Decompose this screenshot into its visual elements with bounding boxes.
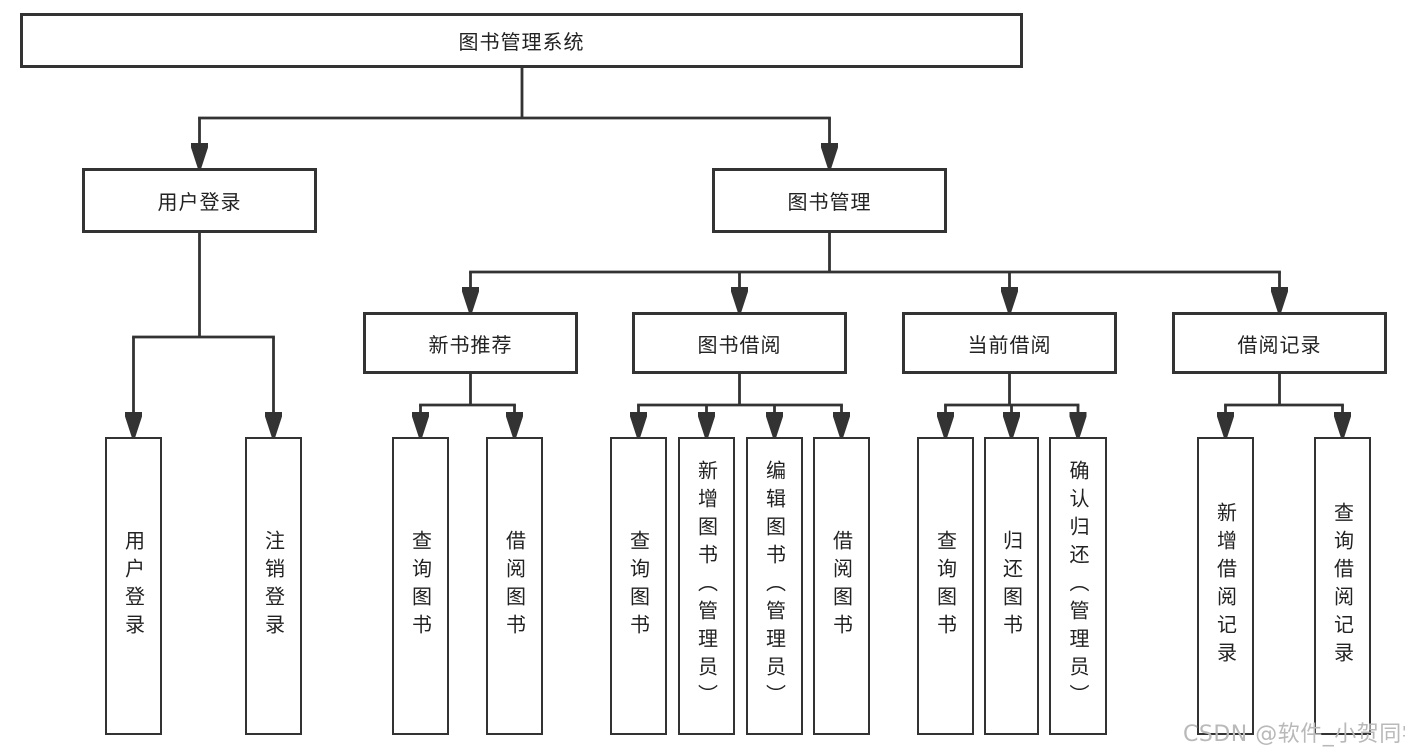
leaf-logout: 注销登录 bbox=[245, 437, 302, 735]
node-book-management: 图书管理 bbox=[712, 168, 947, 233]
leaf-add-book-admin: 新增图书（管理员） bbox=[678, 437, 735, 735]
node-label: 图书管理 bbox=[787, 190, 872, 214]
node-label: 确认归还（管理员） bbox=[1066, 460, 1090, 712]
node-book-borrow: 图书借阅 bbox=[632, 312, 847, 374]
connector-borrowrecord-to-leaves bbox=[1226, 374, 1343, 437]
node-new-book-recommend: 新书推荐 bbox=[363, 312, 578, 374]
node-label: 新增借阅记录 bbox=[1213, 502, 1238, 670]
node-label: 查询图书 bbox=[408, 530, 433, 642]
node-label: 查询借阅记录 bbox=[1330, 502, 1355, 670]
leaf-borrow-query-book: 查询图书 bbox=[610, 437, 667, 735]
connector-root-to-level2 bbox=[200, 68, 830, 168]
leaf-confirm-return-admin: 确认归还（管理员） bbox=[1049, 437, 1107, 735]
connector-newbook-to-leaves bbox=[421, 374, 515, 437]
node-label: 图书管理系统 bbox=[458, 30, 585, 54]
node-label: 查询图书 bbox=[933, 530, 958, 642]
node-label: 用户登录 bbox=[157, 190, 242, 214]
node-label: 归还图书 bbox=[999, 530, 1024, 642]
node-label: 查询图书 bbox=[626, 530, 651, 642]
leaf-query-borrow-record: 查询借阅记录 bbox=[1314, 437, 1371, 735]
node-current-borrow: 当前借阅 bbox=[902, 312, 1117, 374]
node-label: 借阅图书 bbox=[502, 530, 527, 642]
leaf-user-login: 用户登录 bbox=[105, 437, 162, 735]
leaf-newbook-query-book: 查询图书 bbox=[392, 437, 449, 735]
leaf-add-borrow-record: 新增借阅记录 bbox=[1197, 437, 1254, 735]
leaf-current-query-book: 查询图书 bbox=[917, 437, 974, 735]
node-label: 借阅图书 bbox=[829, 530, 854, 642]
node-user-login: 用户登录 bbox=[82, 168, 317, 233]
node-label: 编辑图书（管理员） bbox=[762, 460, 787, 712]
connector-userlogin-to-leaves bbox=[134, 233, 274, 437]
connector-bookborrow-to-leaves bbox=[639, 374, 842, 437]
node-label: 新增图书（管理员） bbox=[694, 460, 719, 712]
watermark: CSDN @软件_小贺同学 bbox=[1183, 722, 1405, 747]
connector-bookmgmt-to-level3 bbox=[471, 233, 1280, 312]
node-borrow-record: 借阅记录 bbox=[1172, 312, 1387, 374]
leaf-borrow-borrow-book: 借阅图书 bbox=[813, 437, 870, 735]
leaf-edit-book-admin: 编辑图书（管理员） bbox=[746, 437, 803, 735]
connector-currentborrow-to-leaves bbox=[946, 374, 1079, 437]
node-label: 用户登录 bbox=[121, 530, 146, 642]
leaf-return-book: 归还图书 bbox=[984, 437, 1039, 735]
leaf-newbook-borrow-book: 借阅图书 bbox=[486, 437, 543, 735]
node-label: 注销登录 bbox=[261, 530, 286, 642]
node-label: 当前借阅 bbox=[967, 332, 1052, 357]
node-label: 借阅记录 bbox=[1237, 332, 1322, 357]
node-label: 新书推荐 bbox=[428, 332, 513, 357]
node-root-system: 图书管理系统 bbox=[20, 13, 1023, 68]
node-label: 图书借阅 bbox=[697, 332, 782, 357]
